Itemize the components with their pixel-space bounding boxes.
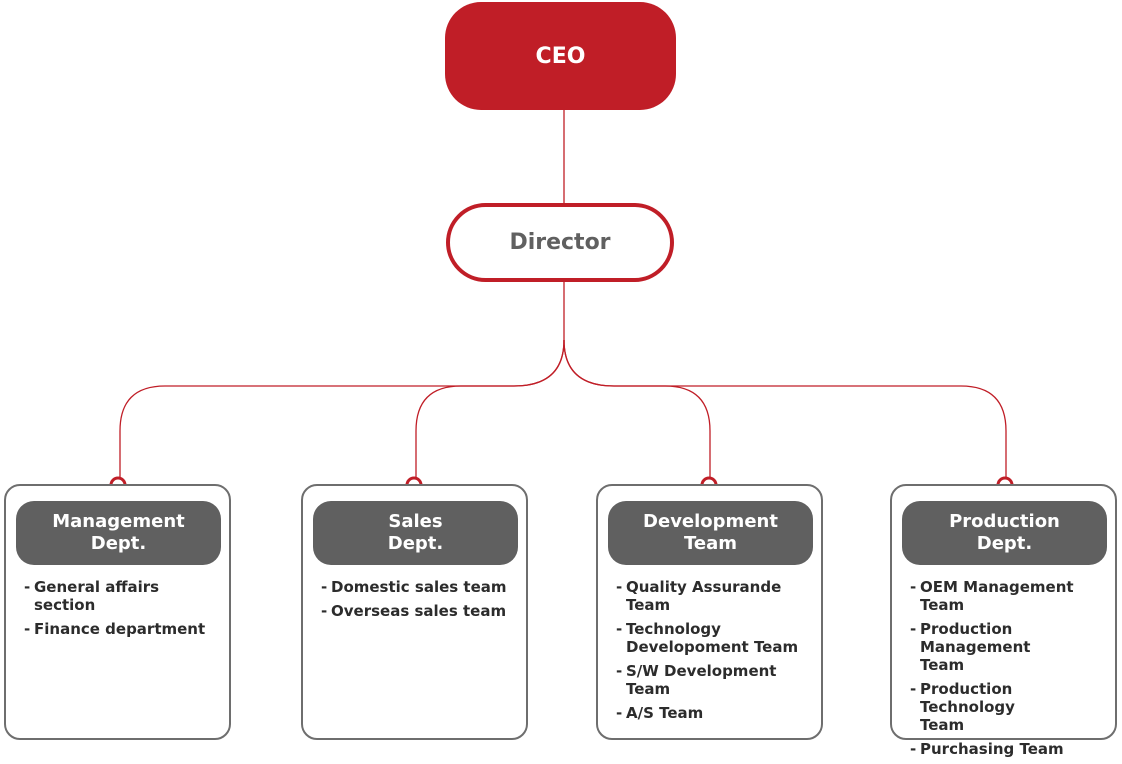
ceo-label: CEO bbox=[535, 43, 586, 69]
team-item: Quality Assurande Team bbox=[616, 578, 815, 614]
team-item: Production Management Team bbox=[910, 620, 1109, 674]
team-list: Domestic sales team Overseas sales team bbox=[321, 578, 520, 626]
team-item: Domestic sales team bbox=[321, 578, 520, 596]
team-list: OEM Management Team Production Managemen… bbox=[910, 578, 1109, 764]
team-item: Finance department bbox=[24, 620, 223, 638]
director-node: Director bbox=[446, 203, 674, 282]
department-card-sales: Sales Dept. Domestic sales team Overseas… bbox=[301, 484, 528, 740]
team-list: General affairs section Finance departme… bbox=[24, 578, 223, 644]
department-title: Development Team bbox=[608, 501, 813, 565]
branch-to-production bbox=[563, 339, 1007, 478]
branch-to-sales bbox=[415, 339, 565, 478]
department-card-production: Production Dept. OEM Management Team Pro… bbox=[890, 484, 1117, 758]
team-item: Overseas sales team bbox=[321, 602, 520, 620]
team-item: OEM Management Team bbox=[910, 578, 1109, 614]
department-title: Management Dept. bbox=[16, 501, 221, 565]
team-item: S/W Development Team bbox=[616, 662, 815, 698]
team-item: Purchasing Team bbox=[910, 740, 1109, 758]
branch-to-management bbox=[119, 339, 565, 478]
team-item: Production Technology Team bbox=[910, 680, 1109, 734]
ceo-node: CEO bbox=[445, 2, 676, 110]
team-item: A/S Team bbox=[616, 704, 815, 722]
department-title: Sales Dept. bbox=[313, 501, 518, 565]
department-title: Production Dept. bbox=[902, 501, 1107, 565]
branch-to-development bbox=[563, 339, 711, 478]
director-label: Director bbox=[509, 230, 611, 255]
department-card-development: Development Team Quality Assurande Team … bbox=[596, 484, 823, 740]
team-list: Quality Assurande Team Technology Develo… bbox=[616, 578, 815, 728]
team-item: General affairs section bbox=[24, 578, 223, 614]
team-item: Technology Developoment Team bbox=[616, 620, 815, 656]
department-card-management: Management Dept. General affairs section… bbox=[4, 484, 231, 740]
